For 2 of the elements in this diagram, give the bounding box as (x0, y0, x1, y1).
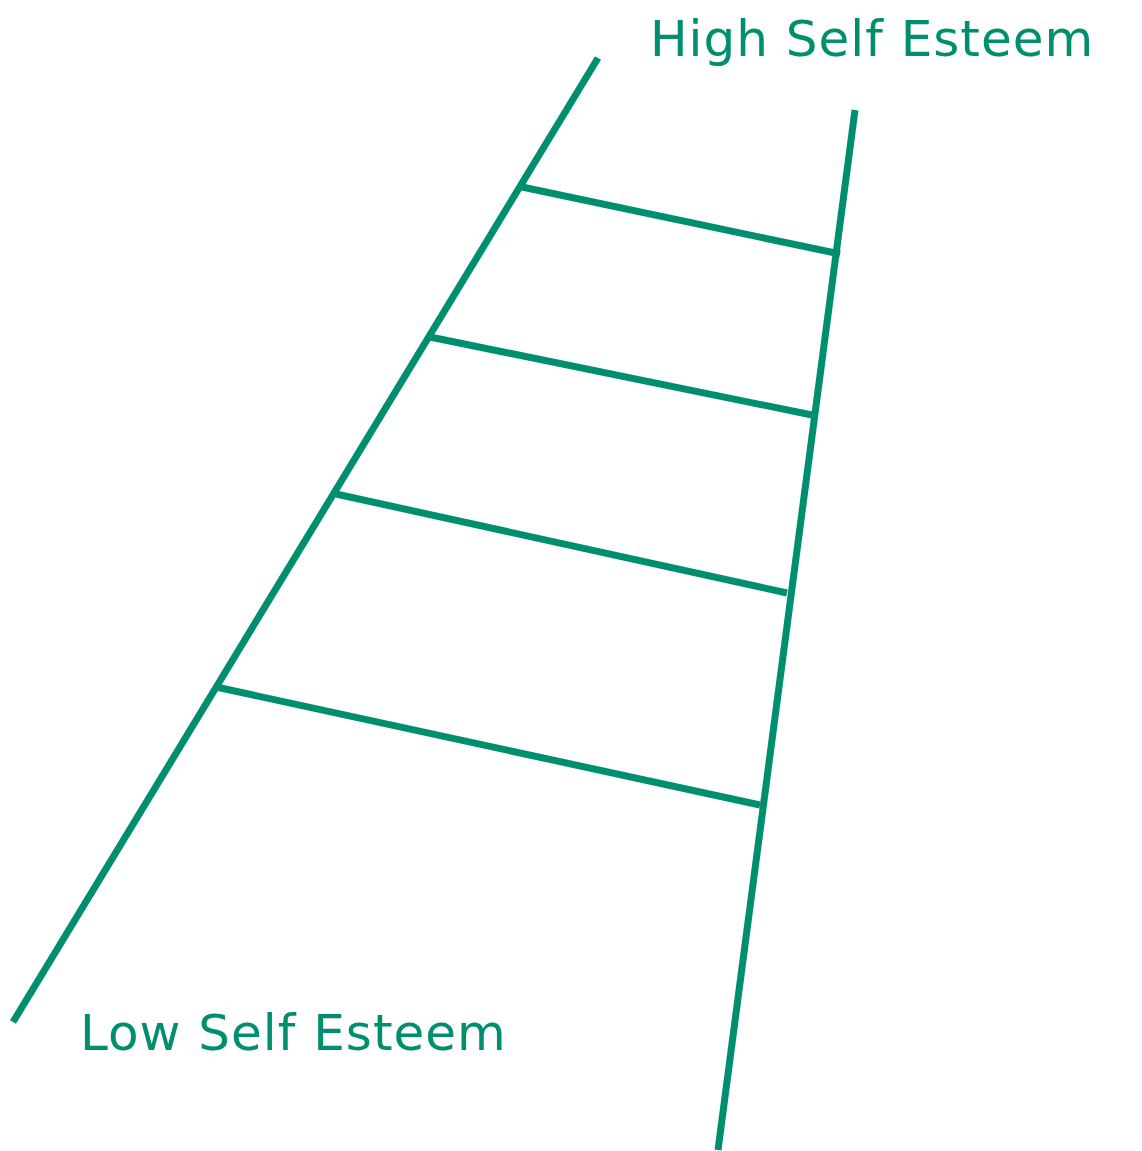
scale-label: Low Self Esteem (80, 1008, 507, 1058)
scale-label: High Self Esteem (650, 14, 1095, 64)
